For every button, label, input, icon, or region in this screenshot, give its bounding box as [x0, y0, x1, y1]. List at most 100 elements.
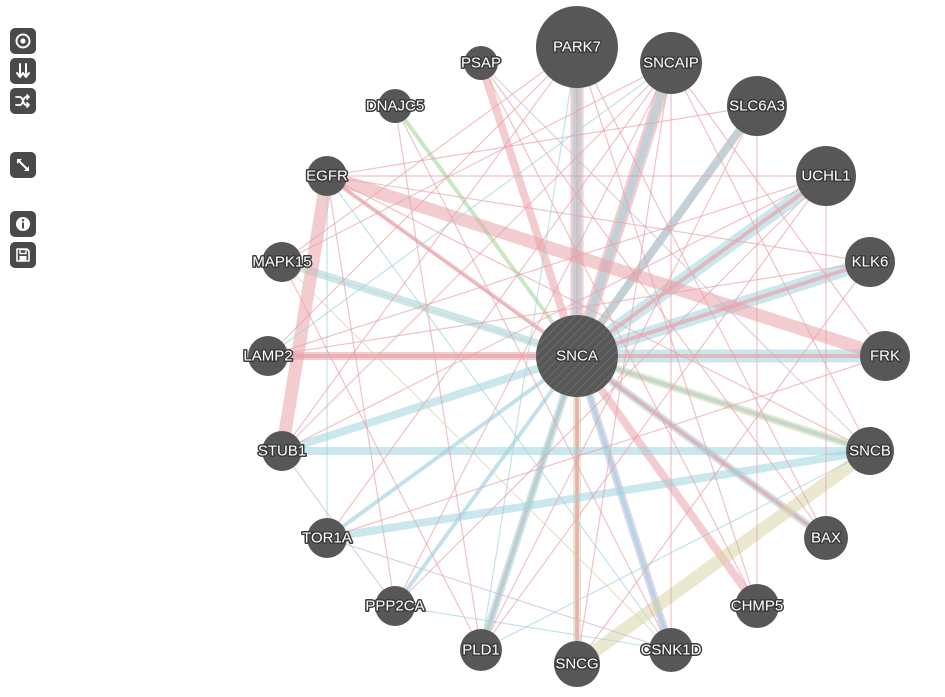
- edge-snca-stub1[interactable]: [280, 352, 579, 455]
- edge-lamp2-uchl1[interactable]: [267, 175, 827, 357]
- node-circle-dnajc5[interactable]: [378, 89, 412, 123]
- node-ppp2ca[interactable]: PPP2CA: [364, 586, 426, 626]
- edge-sncaip-stub1[interactable]: [281, 62, 672, 452]
- edge-mapk15-sncaip[interactable]: [281, 62, 672, 263]
- edge-sncaip-sncg[interactable]: [576, 62, 672, 665]
- node-circle-chmp5[interactable]: [735, 584, 779, 628]
- node-circle-pld1[interactable]: [460, 629, 502, 671]
- edge-chmp5-park7[interactable]: [576, 46, 758, 607]
- edge-sncb-pld1[interactable]: [480, 450, 871, 651]
- node-stub1[interactable]: STUB1: [256, 431, 308, 471]
- edge-pld1-slc6a3[interactable]: [480, 105, 758, 651]
- node-uchl1[interactable]: UCHL1: [796, 146, 856, 206]
- edge-snca-uchl1[interactable]: [575, 174, 828, 358]
- edge-tor1a-sncaip[interactable]: [326, 62, 672, 539]
- edge-egfr-klk6[interactable]: [326, 175, 871, 263]
- node-dnajc5[interactable]: DNAJC5: [364, 89, 426, 123]
- node-circle-csnk1d[interactable]: [649, 628, 693, 672]
- edge-frk-tor1a[interactable]: [326, 355, 886, 539]
- node-circle-snca[interactable]: [536, 315, 618, 397]
- edge-psap-chmp5[interactable]: [480, 62, 758, 607]
- edge-sncaip-ppp2ca[interactable]: [394, 62, 672, 607]
- edge-park7-bax[interactable]: [576, 46, 827, 539]
- node-bax[interactable]: BAX: [804, 516, 848, 560]
- edge-egfr-csnk1d[interactable]: [326, 175, 672, 651]
- edge-sncg-sncb[interactable]: [573, 445, 874, 670]
- node-circle-mapk15[interactable]: [262, 242, 302, 282]
- edge-dnajc5-pld1[interactable]: [394, 105, 482, 651]
- node-mapk15[interactable]: MAPK15: [251, 242, 313, 282]
- edge-egfr-sncb[interactable]: [326, 175, 871, 452]
- node-circle-slc6a3[interactable]: [727, 76, 787, 136]
- edge-stub1-park7[interactable]: [281, 46, 578, 452]
- edge-sncb-sncaip[interactable]: [670, 62, 871, 452]
- edge-frk-sncaip[interactable]: [670, 62, 886, 357]
- relayout-button[interactable]: [10, 58, 36, 84]
- node-circle-ppp2ca[interactable]: [375, 586, 415, 626]
- node-circle-sncb[interactable]: [846, 427, 894, 475]
- node-circle-psap[interactable]: [464, 46, 498, 80]
- shuffle-button[interactable]: [10, 88, 36, 114]
- node-circle-klk6[interactable]: [845, 237, 895, 287]
- edge-egfr-frk[interactable]: [325, 169, 887, 363]
- save-button[interactable]: [10, 242, 36, 268]
- node-sncb[interactable]: SNCB: [846, 427, 894, 475]
- floppy-save-icon: [16, 248, 30, 262]
- node-circle-sncg[interactable]: [554, 641, 600, 687]
- node-circle-tor1a[interactable]: [307, 518, 347, 558]
- node-chmp5[interactable]: CHMP5: [729, 584, 785, 628]
- node-circle-stub1[interactable]: [262, 431, 302, 471]
- edge-egfr-slc6a3[interactable]: [326, 105, 758, 177]
- node-csnk1d[interactable]: CSNK1D: [639, 628, 703, 672]
- node-klk6[interactable]: KLK6: [845, 237, 895, 287]
- edge-egfr-stub1[interactable]: [275, 174, 334, 453]
- fit-view-button[interactable]: [10, 28, 36, 54]
- edge-mapk15-park7[interactable]: [281, 46, 578, 263]
- node-frk[interactable]: FRK: [860, 331, 910, 381]
- edge-snca-ppp2ca[interactable]: [393, 354, 579, 608]
- node-circle-bax[interactable]: [804, 516, 848, 560]
- node-circle-sncaip[interactable]: [640, 32, 702, 94]
- edge-pld1-uchl1[interactable]: [480, 175, 827, 651]
- edge-snca-psap[interactable]: [477, 61, 581, 358]
- expand-button[interactable]: [10, 152, 36, 178]
- edge-snca-slc6a3[interactable]: [573, 103, 761, 359]
- node-sncg[interactable]: SNCG: [554, 641, 600, 687]
- edge-stub1-uchl1[interactable]: [281, 175, 827, 452]
- info-button[interactable]: [10, 211, 36, 237]
- edge-ppp2ca-csnk1d[interactable]: [394, 605, 672, 651]
- node-egfr[interactable]: EGFR: [305, 156, 349, 196]
- edge-csnk1d-mapk15[interactable]: [281, 261, 672, 651]
- node-label-sncaip: SNCAIP: [643, 55, 699, 72]
- edge-lamp2-park7[interactable]: [267, 46, 578, 357]
- node-circle-frk[interactable]: [860, 331, 910, 381]
- node-slc6a3[interactable]: SLC6A3: [727, 76, 787, 136]
- node-pld1[interactable]: PLD1: [460, 629, 502, 671]
- node-circle-uchl1[interactable]: [796, 146, 856, 206]
- node-label-park7: PARK7: [553, 39, 601, 56]
- node-sncaip[interactable]: SNCAIP: [640, 32, 702, 94]
- edge-lamp2-sncaip[interactable]: [267, 62, 672, 357]
- node-circle-egfr[interactable]: [307, 156, 347, 196]
- node-tor1a[interactable]: TOR1A: [301, 518, 353, 558]
- edge-klk6-sncg[interactable]: [576, 261, 871, 665]
- edge-sncb-psap[interactable]: [480, 62, 871, 452]
- node-circle-park7[interactable]: [536, 6, 618, 88]
- edge-ppp2ca-uchl1[interactable]: [394, 175, 827, 607]
- edge-park7-pld1[interactable]: [480, 46, 578, 651]
- node-psap[interactable]: PSAP: [459, 46, 503, 80]
- edge-csnk1d-tor1a[interactable]: [326, 537, 672, 651]
- edge-egfr-ppp2ca[interactable]: [326, 175, 396, 607]
- node-lamp2[interactable]: LAMP2: [242, 336, 294, 376]
- edge-mapk15-pld1[interactable]: [281, 261, 482, 651]
- edge-psap-bax[interactable]: [480, 62, 827, 539]
- node-circle-lamp2[interactable]: [248, 336, 288, 376]
- edge-dnajc5-csnk1d[interactable]: [394, 105, 672, 651]
- edge-lamp2-klk6[interactable]: [267, 261, 871, 357]
- node-label-csnk1d: CSNK1D: [641, 642, 702, 659]
- node-park7[interactable]: PARK7: [536, 6, 618, 88]
- node-snca[interactable]: SNCA: [536, 315, 618, 397]
- node-label-sncg: SNCG: [555, 656, 598, 673]
- edge-snca-sncaip[interactable]: [573, 61, 675, 358]
- edge-tor1a-sncb[interactable]: [326, 447, 871, 542]
